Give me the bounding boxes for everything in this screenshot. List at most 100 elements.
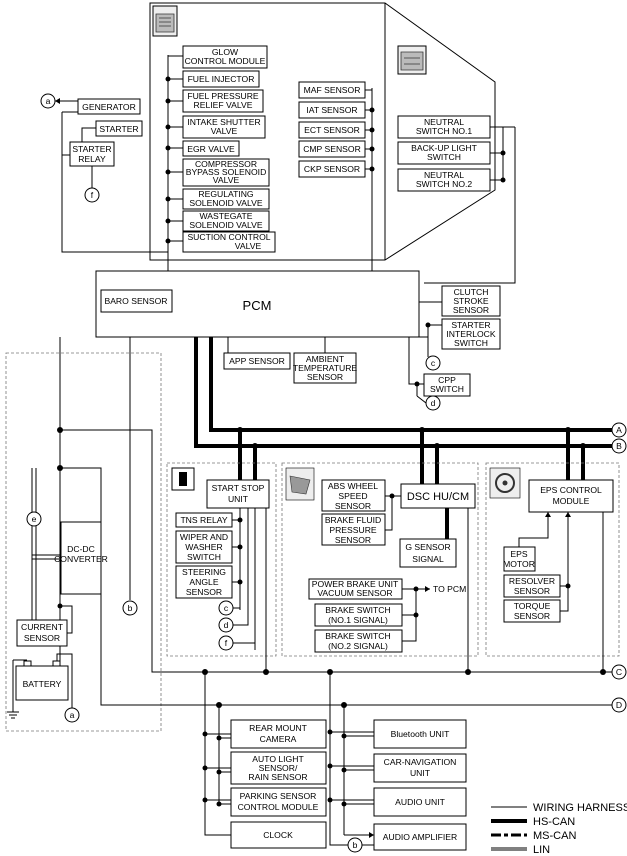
current-sensor-box xyxy=(16,619,68,647)
interlock-l3: SWITCH xyxy=(454,338,488,348)
transmission-switches: NEUTRAL SWITCH NO.1 BACK-UP LIGHT SWITCH… xyxy=(397,115,516,284)
engine-callout xyxy=(149,2,496,261)
connector-e-label: e xyxy=(32,514,37,524)
clutch-l1: CLUTCH xyxy=(454,287,489,297)
rear-camera-l2: CAMERA xyxy=(260,734,297,744)
engine-output-suction: SUCTION CONTROL VALVE xyxy=(168,231,276,253)
pcm-right-inputs: CLUTCH STROKE SENSOR STARTER INTERLOCK S… xyxy=(408,285,501,411)
rear-camera-l1: REAR MOUNT xyxy=(249,723,308,733)
engine-output-intake-shutter: INTAKE SHUTTER VALVE xyxy=(168,115,266,139)
abs-l1: ABS WHEEL xyxy=(328,481,378,491)
connector-b-left-label: b xyxy=(128,603,133,613)
connector-a-bottom xyxy=(64,707,80,723)
wiper-switch-box xyxy=(175,530,233,564)
brake2-l1: BRAKE SWITCH xyxy=(325,631,390,641)
brake1-l1: BRAKE SWITCH xyxy=(325,605,390,615)
current-l2: SENSOR xyxy=(24,633,60,643)
eps-section: EPS CONTROL MODULE EPS MOTOR RESOLVER SE… xyxy=(485,462,620,675)
dsc-icon xyxy=(285,467,315,501)
connector-f-top-label: f xyxy=(91,190,94,200)
rear-camera: REAR MOUNT CAMERA xyxy=(205,719,327,749)
current-l1: CURRENT xyxy=(21,622,64,632)
wiper-l3: SWITCH xyxy=(187,552,221,562)
interlock-l2: INTERLOCK xyxy=(446,329,495,339)
dsc-unit-box xyxy=(400,483,476,509)
switch-neutral-1: NEUTRAL SWITCH NO.1 xyxy=(397,115,503,139)
start-stop-icon xyxy=(171,467,195,491)
sensor-ckp-label: CKP SENSOR xyxy=(304,164,360,174)
clock-label: CLOCK xyxy=(263,830,293,840)
legend-hs-can: HS-CAN xyxy=(533,816,575,828)
engine-output-intake-shutter-l1: INTAKE SHUTTER xyxy=(187,117,260,127)
wiper-l2: WASHER xyxy=(185,542,222,552)
engine-output-intake-shutter-l2: VALVE xyxy=(211,126,238,136)
cpp-l1: CPP xyxy=(438,375,456,385)
g-sensor-box xyxy=(399,538,457,568)
engine-picture-icon xyxy=(152,5,178,37)
switch-backup-light: BACK-UP LIGHT SWITCH xyxy=(397,141,503,165)
bus-a-label: A xyxy=(616,425,622,435)
bus-d-label: D xyxy=(616,700,622,710)
torque-l2: SENSOR xyxy=(514,611,550,621)
app-sensor-box xyxy=(223,352,291,370)
switch-neutral-2: NEUTRAL SWITCH NO.2 xyxy=(397,168,503,192)
starter-relay-box xyxy=(69,141,115,167)
car-navigation-unit: CAR-NAVIGATION UNIT xyxy=(330,753,467,783)
engine-output-regulating: REGULATING SOLENOID VALVE xyxy=(168,188,270,210)
ambient-l2: TEMPERATURE xyxy=(293,363,358,373)
engine-detail-icon xyxy=(397,45,427,75)
engine-output-glow: GLOW CONTROL MODULE xyxy=(168,45,268,69)
g-sensor-l1: G SENSOR xyxy=(405,542,450,552)
sensor-iat-label: IAT SENSOR xyxy=(306,105,357,115)
sensor-maf: MAF SENSOR xyxy=(298,81,372,99)
auto-light-l1: AUTO LIGHT xyxy=(252,754,304,764)
vacuum-l2: VACUUM SENSOR xyxy=(317,588,392,598)
start-stop-l2: UNIT xyxy=(228,494,249,504)
ambient-l1: AMBIENT xyxy=(306,354,345,364)
engine-output-egr: EGR VALVE xyxy=(168,140,240,157)
baro-sensor-label: BARO SENSOR xyxy=(104,296,167,306)
dcdc-l1: DC-DC xyxy=(67,544,95,554)
bus-a-terminal xyxy=(611,422,627,438)
engine-output-wastegate-l2: SOLENOID VALVE xyxy=(189,220,262,230)
abs-l2: SPEED xyxy=(338,491,367,501)
steering-l1: STEERING xyxy=(182,567,226,577)
engine-output-wastegate-l1: WASTEGATE xyxy=(200,211,253,221)
ambient-l3: SENSOR xyxy=(307,372,343,382)
starter-label: STARTER xyxy=(99,124,138,134)
steering-l3: SENSOR xyxy=(186,587,222,597)
connector-f-top xyxy=(84,187,100,203)
legend: WIRING HARNESS HS-CAN MS-CAN LIN xyxy=(491,802,627,856)
bus-b-label: B xyxy=(616,441,622,451)
engine-sensors-column: MAF SENSOR IAT SENSOR ECT SENSOR CMP SEN… xyxy=(298,81,375,260)
brake-fluid-box xyxy=(321,513,386,546)
audio-amplifier: AUDIO AMPLIFIER b xyxy=(344,823,467,853)
parking-sensor-module: PARKING SENSOR CONTROL MODULE xyxy=(205,787,327,817)
engine-output-fuel-pressure-l1: FUEL PRESSURE xyxy=(187,91,259,101)
car-nav-l2: UNIT xyxy=(410,768,431,778)
bus-c-terminal xyxy=(611,664,627,680)
sensor-cmp: CMP SENSOR xyxy=(298,140,372,158)
start-stop-section: START STOP UNIT TNS RELAY WIPER AND WASH… xyxy=(166,462,277,675)
switch-backup-light-l2: SWITCH xyxy=(427,152,461,162)
clutch-l3: SENSOR xyxy=(453,305,489,315)
sensor-ckp: CKP SENSOR xyxy=(298,160,372,178)
start-stop-l1: START STOP xyxy=(212,483,265,493)
resolver-l2: SENSOR xyxy=(514,586,550,596)
engine-output-compressor: COMPRESSOR BYPASS SOLENOID VALVE xyxy=(168,158,270,187)
eps-motor-l2: MOTOR xyxy=(503,559,535,569)
eps-motor-l1: EPS xyxy=(510,549,527,559)
legend-ms-can: MS-CAN xyxy=(533,830,576,842)
wiper-l1: WIPER AND xyxy=(180,532,228,542)
brake2-l2: (NO.2 SIGNAL) xyxy=(328,641,388,651)
auto-light-l2: SENSOR/ xyxy=(259,763,298,773)
connector-d-ss-label: d xyxy=(224,620,229,630)
interlock-l1: STARTER xyxy=(451,320,490,330)
audio-unit: AUDIO UNIT xyxy=(330,787,467,817)
engine-outputs-column: GLOW CONTROL MODULE FUEL INJECTOR FUEL P… xyxy=(165,45,276,260)
abs-l3: SENSOR xyxy=(335,501,371,511)
cpp-switch-box xyxy=(423,373,471,397)
sensor-ect-label: ECT SENSOR xyxy=(304,125,360,135)
dsc-unit-label: DSC HU/CM xyxy=(407,491,469,503)
torque-l1: TORQUE xyxy=(514,601,551,611)
